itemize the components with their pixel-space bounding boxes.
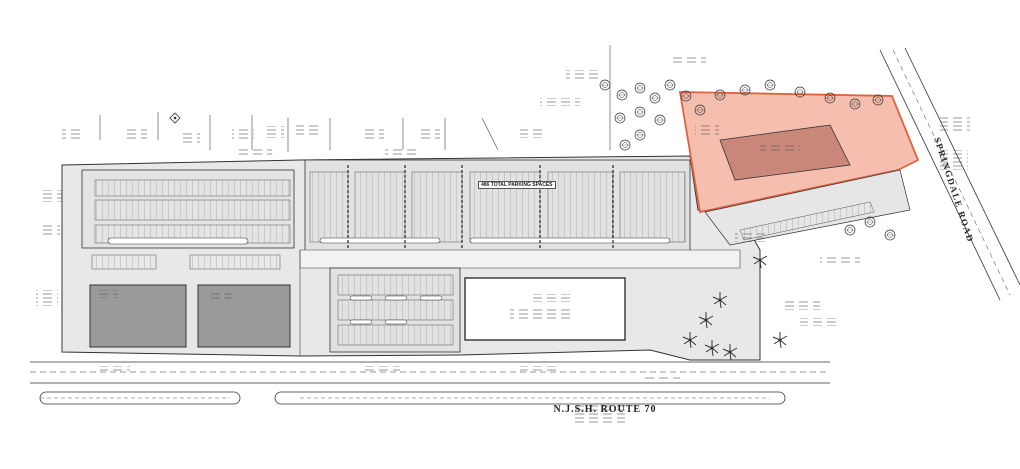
diamond-icon xyxy=(170,113,180,123)
bottom-road-label: N.J.S.H. ROUTE 70 xyxy=(520,404,690,415)
parking-summary-label: 486 TOTAL PARKING SPACES xyxy=(478,181,556,189)
central-building xyxy=(465,278,625,340)
central-parking-lot xyxy=(305,160,690,252)
drive-aisle xyxy=(300,250,740,268)
route-70-highway xyxy=(30,362,830,404)
south-parking-lot xyxy=(330,268,460,352)
